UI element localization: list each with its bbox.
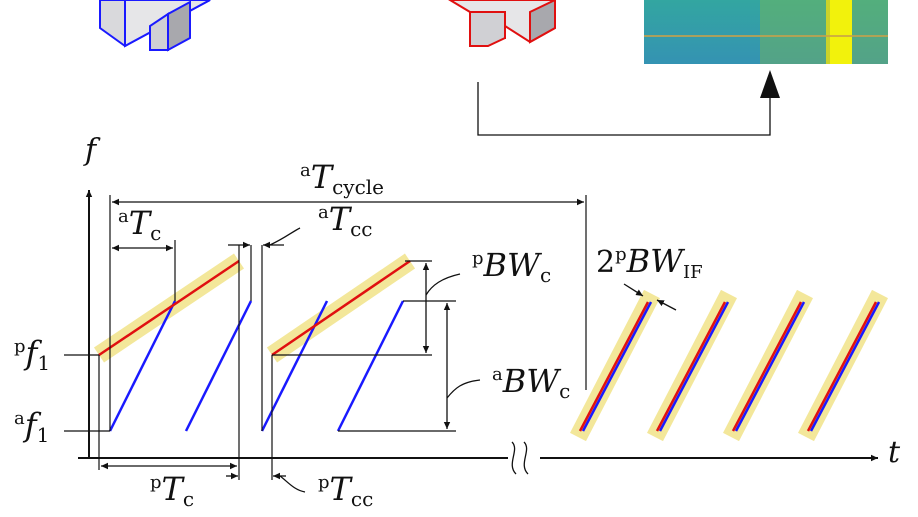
axes xyxy=(78,190,878,475)
label-a-tcc: aTcc xyxy=(318,200,372,241)
pirate-bandwidth-bands xyxy=(93,253,888,442)
label-2p-bwif: 2pBWIF xyxy=(596,242,703,283)
pirate-chirps xyxy=(98,259,878,432)
attacker-radar-device xyxy=(99,0,211,52)
axis-break-symbol xyxy=(511,441,529,475)
dimension-arrows xyxy=(101,198,677,493)
attacker-chirps xyxy=(108,300,881,432)
spectrogram-thumbnail xyxy=(644,0,888,64)
feedback-arrow xyxy=(477,70,780,136)
label-a-f1: af1 xyxy=(14,406,49,447)
label-a-bwc: aBWc xyxy=(492,362,570,403)
victim-radar-device xyxy=(448,0,556,47)
y-axis-label: f xyxy=(83,133,101,168)
label-a-tc: aTc xyxy=(118,204,161,245)
label-p-tc: pTc xyxy=(150,470,194,511)
x-axis-label: t xyxy=(888,435,901,470)
guide-lines xyxy=(64,195,587,480)
label-p-bwc: pBWc xyxy=(472,246,551,287)
label-a-t-cycle: aTcycle xyxy=(300,158,384,199)
label-p-f1: pf1 xyxy=(14,334,50,375)
label-p-tcc: pTcc xyxy=(318,470,373,511)
